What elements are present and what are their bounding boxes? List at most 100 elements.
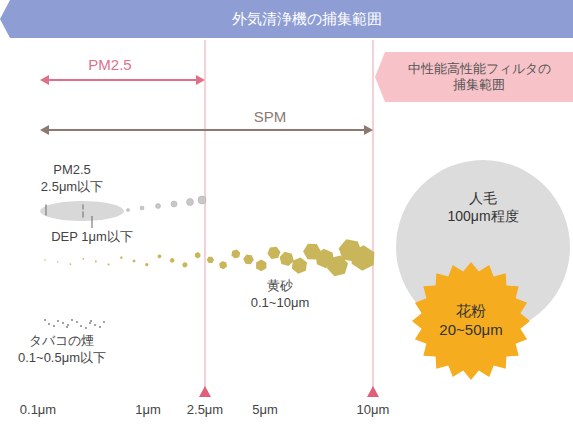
smoke-dot <box>103 321 105 323</box>
range-label: PM2.5 <box>88 55 131 75</box>
sand-particle <box>231 249 240 258</box>
sand-particle <box>243 255 254 265</box>
band-shape <box>375 52 573 102</box>
range-arrow <box>44 129 369 131</box>
particle-dot <box>82 206 84 208</box>
sand-particle <box>280 252 294 266</box>
sand-particle <box>44 259 46 260</box>
sand-particle <box>207 257 214 263</box>
particle-dot <box>82 215 84 217</box>
particle-dot <box>82 208 84 210</box>
particle-dot <box>82 212 84 214</box>
particle-dot <box>82 214 84 216</box>
sand-particle <box>170 258 175 263</box>
smoke-dot <box>57 320 59 322</box>
pm25-cloud <box>40 201 124 221</box>
filter-range-band: 中性能高性能フィルタの 捕集範囲 <box>375 52 573 102</box>
smoke-dot <box>53 325 55 327</box>
smoke-dot <box>62 322 64 324</box>
range-label: SPM <box>251 107 290 127</box>
particle-dot <box>198 196 206 204</box>
node-body: 100μm程度 <box>447 208 518 226</box>
node-title: 花粉 <box>456 302 486 321</box>
sand-particle <box>256 259 266 271</box>
sand-particle <box>182 262 187 267</box>
pollen-sun <box>412 262 530 380</box>
range-arrow <box>44 79 201 81</box>
node-title: 中性能高性能フィルタの 捕集範囲 <box>408 61 551 94</box>
particle-dot <box>45 212 47 214</box>
particle-dot <box>45 213 47 215</box>
axis-tick-label: 5μm <box>252 402 278 419</box>
particle-dot <box>45 208 47 210</box>
particle-dot <box>45 204 47 206</box>
pm25-particles <box>45 196 206 218</box>
smoke-dot <box>67 324 69 326</box>
smoke-dot <box>99 326 101 328</box>
sand-particle <box>195 252 201 258</box>
leader-line <box>92 216 93 228</box>
particle-dot <box>82 213 84 215</box>
particle-dot <box>45 207 47 209</box>
sand-particle <box>292 258 307 274</box>
particle-dot <box>45 211 47 213</box>
marker-triangle <box>199 386 211 397</box>
smoke-dot <box>44 319 46 321</box>
particle-label: タバコの煙 0.1~0.5μm以下 <box>18 333 106 367</box>
sand-particle <box>82 258 84 260</box>
sand-particle <box>267 247 280 259</box>
smoke-particles <box>44 319 105 329</box>
sand-particle <box>133 259 136 262</box>
smoke-dot <box>80 325 82 327</box>
arrow-head <box>40 75 49 85</box>
particle-dot <box>140 206 144 210</box>
particle-dot <box>45 209 47 211</box>
sand-particle <box>352 245 375 271</box>
smoke-dot <box>76 321 78 323</box>
axis-tick-label: 10μm <box>357 402 390 419</box>
smoke-dot <box>48 323 50 325</box>
particle-label: DEP 1μm以下 <box>51 229 133 246</box>
particle-dot <box>171 201 177 207</box>
sand-particle <box>70 263 72 265</box>
sand-particle <box>108 263 110 265</box>
smoke-dot <box>94 324 96 326</box>
sand-particle <box>219 261 227 269</box>
sand-particle <box>158 254 162 258</box>
arrow-head <box>364 125 373 135</box>
arrow-head <box>196 75 205 85</box>
axis-tick-label: 2.5μm <box>187 402 223 419</box>
particle-dot <box>82 207 84 209</box>
particle-dot <box>82 205 84 207</box>
range-banner: 外気清浄機の捕集範囲 <box>0 0 573 38</box>
particle-dot <box>45 206 47 208</box>
particle-dot <box>45 210 47 212</box>
guide-line <box>373 40 374 388</box>
smoke-dot <box>90 320 92 322</box>
particle-label: PM2.5 2.5μm以下 <box>41 162 103 196</box>
node-title: 外気清浄機の捕集範囲 <box>232 10 382 29</box>
band-shape <box>0 0 573 38</box>
node-title: 人毛 <box>469 190 497 208</box>
particle-dot <box>187 199 194 206</box>
particle-dot <box>82 211 84 213</box>
node-body: 20~50μm <box>439 321 502 340</box>
guide-line <box>205 40 206 388</box>
marker-triangle <box>367 386 379 397</box>
axis-tick-label: 0.1μm <box>20 402 56 419</box>
smoke-dot <box>89 322 91 324</box>
particle-dot <box>82 204 84 206</box>
particle-dot <box>82 216 84 218</box>
sand-particle <box>95 260 97 262</box>
smoke-dot <box>66 326 68 328</box>
particle-dot <box>156 204 161 209</box>
particle-dot <box>45 214 47 216</box>
sand-particle <box>57 261 59 263</box>
axis-tick-label: 1μm <box>135 402 161 419</box>
pollen-node: 花粉20~50μm <box>412 262 530 380</box>
yellow-sand-particles <box>44 239 374 276</box>
smoke-dot <box>71 319 73 321</box>
smoke-dot <box>85 327 87 329</box>
sand-particle <box>120 256 123 259</box>
